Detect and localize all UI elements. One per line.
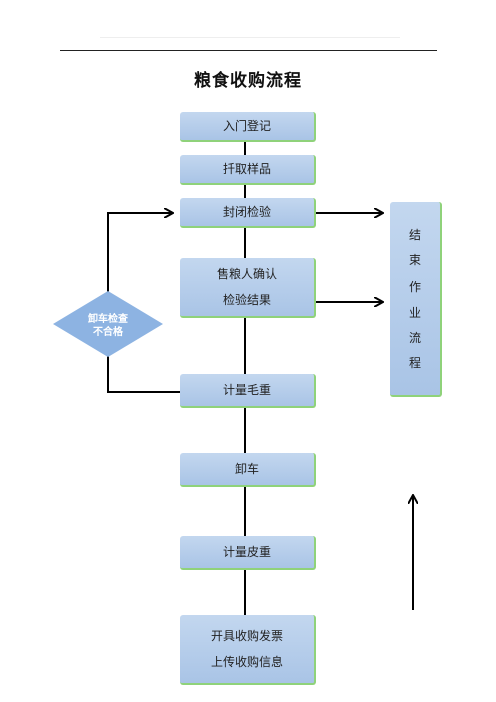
step-invoice-line2: 上传收购信息 bbox=[210, 655, 283, 669]
step-sample: 扦取样品 bbox=[180, 155, 316, 185]
decision-label-line2: 不合格 bbox=[93, 327, 123, 338]
step-confirm-line2: 检验结果 bbox=[222, 293, 271, 307]
end-char-1: 结 bbox=[408, 228, 421, 242]
step-seal-inspect-label: 封闭检验 bbox=[222, 205, 271, 219]
step-register: 入门登记 bbox=[180, 112, 316, 142]
header-rule bbox=[60, 50, 437, 51]
decision-diamond bbox=[53, 291, 163, 357]
decision-label-line1: 卸车检查 bbox=[88, 314, 128, 325]
end-char-2: 束 bbox=[408, 253, 421, 267]
step-gross-weight-label: 计量毛重 bbox=[222, 383, 271, 397]
step-invoice-upload: 开具收购发票 上传收购信息 bbox=[180, 615, 316, 685]
end-char-3: 作 bbox=[408, 280, 421, 294]
step-tare-weight: 计量皮重 bbox=[180, 536, 316, 570]
step-invoice-line1: 开具收购发票 bbox=[210, 629, 283, 643]
header-faint-rule bbox=[100, 37, 400, 38]
end-char-6: 程 bbox=[408, 356, 421, 370]
end-char-5: 流 bbox=[408, 331, 421, 345]
step-unload-label: 卸车 bbox=[234, 462, 259, 476]
step-sample-label: 扦取样品 bbox=[222, 162, 271, 176]
step-seal-inspect: 封闭检验 bbox=[180, 198, 316, 228]
step-register-label: 入门登记 bbox=[222, 119, 271, 133]
step-tare-weight-label: 计量皮重 bbox=[222, 545, 271, 559]
step-gross-weight: 计量毛重 bbox=[180, 374, 316, 408]
end-process-box: 结 束 作 业 流 程 bbox=[390, 202, 442, 397]
decision-label: 卸车检查 不合格 bbox=[58, 313, 158, 339]
page-title: 粮食收购流程 bbox=[194, 71, 302, 91]
step-confirm-line1: 售粮人确认 bbox=[216, 267, 277, 281]
step-unload: 卸车 bbox=[180, 453, 316, 487]
step-confirm-result: 售粮人确认 检验结果 bbox=[180, 258, 316, 318]
end-char-4: 业 bbox=[408, 306, 421, 320]
